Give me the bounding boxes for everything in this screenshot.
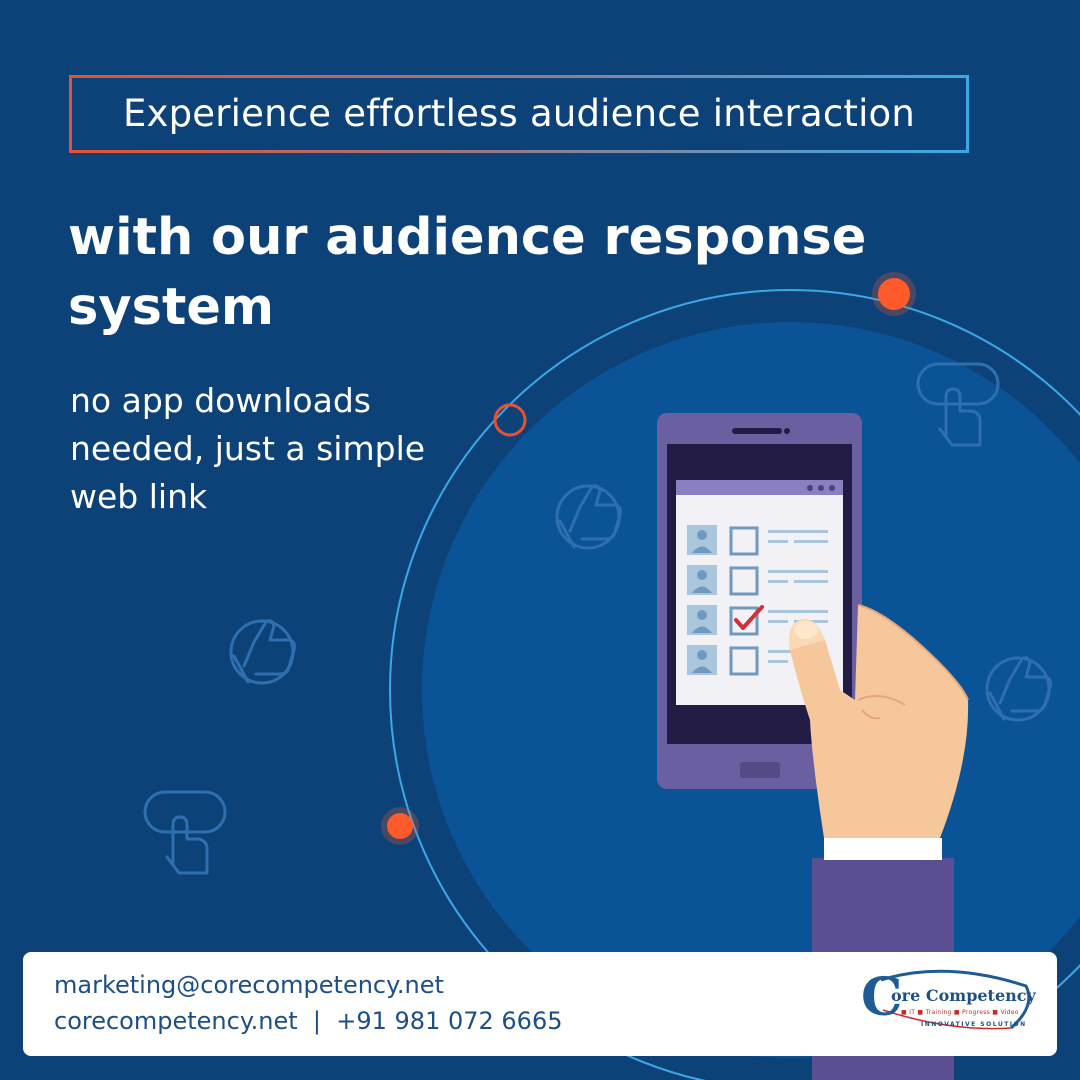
logo-tagline: INNOVATIVE SOLUTION xyxy=(921,1021,1027,1028)
company-logo: C ore Competency ■ IT ■ Training ■ Progr… xyxy=(861,966,1036,1042)
poll-row-selected xyxy=(687,605,828,636)
checkbox-icon xyxy=(729,526,759,556)
orbit-ring xyxy=(389,289,1080,1080)
orbit-dot-bottom xyxy=(387,813,413,839)
checkbox-icon xyxy=(729,566,759,596)
website-link[interactable]: corecompetency.net xyxy=(54,1007,298,1035)
contact-line: corecompetency.net | +91 981 072 6665 xyxy=(54,1006,562,1036)
subheadline: no app downloads needed, just a simple w… xyxy=(70,381,426,516)
hand xyxy=(789,604,969,838)
poll-row xyxy=(687,525,828,556)
tap-button-icon xyxy=(143,790,227,875)
contact-footer: marketing@corecompetency.net corecompete… xyxy=(23,952,1057,1056)
email-link[interactable]: marketing@corecompetency.net xyxy=(54,971,444,999)
thumbs-up-icon xyxy=(555,484,622,550)
orbit-dot-top xyxy=(878,278,910,310)
checkbox-icon xyxy=(729,646,759,676)
checkbox-icon xyxy=(729,606,759,636)
logo-tags: ■ IT ■ Training ■ Progress ■ Video xyxy=(901,1009,1019,1016)
headline: with our audience response system xyxy=(68,208,867,337)
logo-name: ore Competency xyxy=(891,986,1036,1005)
separator: | xyxy=(312,1007,321,1035)
logo-swoosh xyxy=(880,969,1031,1030)
poll-row xyxy=(687,565,828,596)
thumbs-up-icon xyxy=(985,656,1052,722)
logo-initial: C xyxy=(861,967,903,1028)
shirt-cuff xyxy=(824,838,942,860)
thumbs-up-icon xyxy=(229,619,296,685)
orbit-ring-dot xyxy=(493,403,527,437)
tap-button-icon xyxy=(916,362,1000,447)
checkmark-icon xyxy=(734,605,764,630)
phone-number[interactable]: +91 981 072 6665 xyxy=(336,1007,563,1035)
tagline-banner: Experience effortless audience interacti… xyxy=(69,75,969,153)
poll-list xyxy=(687,525,828,676)
